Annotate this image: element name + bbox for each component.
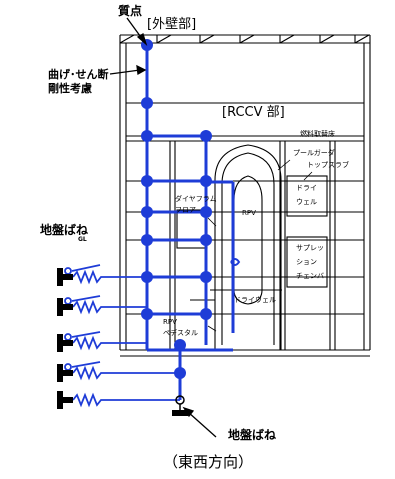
direction-caption: （東西方向） bbox=[163, 453, 254, 471]
mass-point bbox=[141, 130, 153, 142]
lumped-mass-model bbox=[145, 45, 241, 400]
annotation-arrows bbox=[109, 17, 217, 438]
suppression-label-line3: チェンバ bbox=[296, 272, 324, 280]
ground-spring-label-bottom: 地盤ばね bbox=[228, 428, 277, 442]
mass-point bbox=[141, 175, 153, 187]
mass-point bbox=[141, 206, 153, 218]
mass-point bbox=[200, 308, 212, 320]
ground-spring-label-top: 地盤ばね bbox=[40, 223, 89, 237]
pool-girder-label: プールガーダ bbox=[293, 149, 335, 157]
mass-points bbox=[141, 39, 212, 379]
rpv-pedestal-label-line1: RPV bbox=[163, 318, 177, 326]
mass-point-label: 質点 bbox=[118, 4, 143, 18]
mass-point bbox=[141, 308, 153, 320]
interior-boxes bbox=[176, 175, 328, 301]
mass-point bbox=[141, 234, 153, 246]
floor-slabs bbox=[120, 102, 370, 357]
outer-wall-label: [外壁部] bbox=[147, 17, 197, 32]
base-rotational-spring bbox=[172, 395, 188, 416]
bending-shear-label-line1: 曲げ･せん断 bbox=[48, 68, 109, 81]
drywell-lower-label: ドライウェル bbox=[234, 296, 276, 304]
rpv-vessel bbox=[233, 175, 263, 305]
diaphragm-label-line1: ダイヤフラム bbox=[175, 195, 217, 203]
drywell-box-label-line1: ドライ bbox=[296, 184, 317, 192]
mass-point bbox=[200, 175, 212, 187]
suppression-label-line1: サプレッ bbox=[296, 244, 324, 252]
rccv-label: [RCCV 部] bbox=[222, 105, 285, 120]
bending-shear-label-line2: 剛性考慮 bbox=[48, 82, 92, 95]
outer-walls bbox=[119, 43, 371, 350]
floor-links bbox=[147, 134, 233, 352]
fuel-floor-label: 燃料取替床 bbox=[300, 130, 335, 138]
top-slab-label: トップスラブ bbox=[307, 161, 349, 169]
gl-label: GL bbox=[78, 236, 87, 243]
suppression-label-line2: ション bbox=[296, 258, 317, 266]
spring-supports bbox=[57, 268, 73, 409]
rpv-spring bbox=[230, 258, 241, 266]
rpv-label: RPV bbox=[242, 209, 256, 217]
mass-point bbox=[200, 206, 212, 218]
mass-point bbox=[200, 271, 212, 283]
mass-point bbox=[200, 234, 212, 246]
mass-point bbox=[141, 97, 153, 109]
roof-truss bbox=[119, 34, 371, 44]
drywell-box-label-line2: ウェル bbox=[296, 198, 317, 206]
rpv-pedestal-label-line2: ペデスタル bbox=[163, 329, 198, 337]
building-section bbox=[119, 34, 371, 357]
diaphragm-label-line2: フロア bbox=[175, 206, 196, 214]
mass-point bbox=[200, 130, 212, 142]
side-ground-springs bbox=[64, 264, 180, 408]
annotation-leaders bbox=[207, 159, 313, 332]
mass-point bbox=[174, 339, 186, 351]
